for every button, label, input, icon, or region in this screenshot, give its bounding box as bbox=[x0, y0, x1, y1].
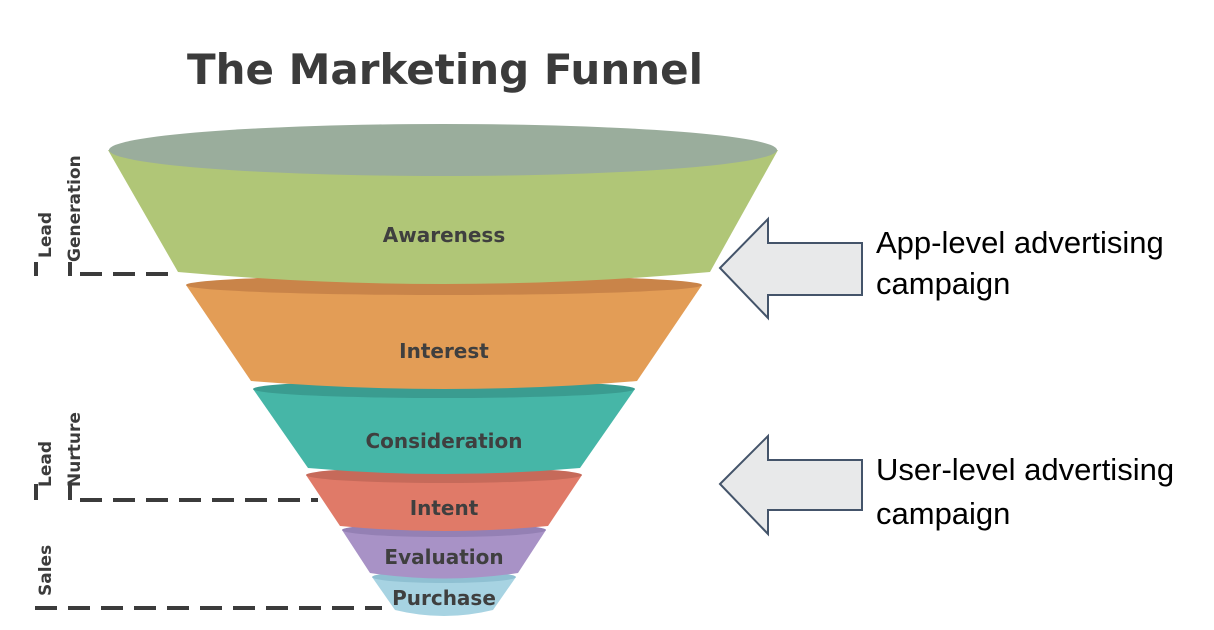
stage-label-awareness: Awareness bbox=[383, 223, 506, 247]
callout-user-level: User-level advertising campaign bbox=[876, 452, 1174, 531]
funnel-segment-intent: Intent bbox=[306, 467, 582, 531]
funnel-segment-awareness: Awareness bbox=[108, 124, 778, 284]
stage-label-intent: Intent bbox=[410, 496, 479, 520]
side-label-lead: Lead bbox=[36, 441, 56, 487]
side-label-lead-generation: Lead Generation bbox=[36, 155, 85, 262]
funnel-segment-consideration: Consideration bbox=[253, 380, 635, 474]
callout-line: App-level advertising bbox=[876, 225, 1164, 260]
side-label-lead: Lead bbox=[36, 212, 56, 258]
callout-line: campaign bbox=[876, 496, 1010, 531]
stage-label-interest: Interest bbox=[399, 339, 489, 363]
side-label-lead-nurture: Lead Nurture bbox=[36, 412, 85, 487]
stage-label-purchase: Purchase bbox=[392, 586, 496, 610]
left-arrow-icon bbox=[718, 433, 863, 537]
side-label-sales: Sales bbox=[36, 545, 56, 596]
callout-app-level: App-level advertising campaign bbox=[876, 225, 1164, 301]
callout-line: campaign bbox=[876, 266, 1010, 301]
funnel-segment-interest: Interest bbox=[186, 275, 702, 389]
callout-line: User-level advertising bbox=[876, 452, 1174, 487]
stage-label-consideration: Consideration bbox=[365, 429, 522, 453]
left-arrow-icon bbox=[718, 216, 863, 321]
side-label-sales-text: Sales bbox=[36, 545, 56, 596]
funnel-segment-evaluation: Evaluation bbox=[342, 523, 546, 579]
side-label-generation: Generation bbox=[65, 155, 85, 262]
side-label-nurture: Nurture bbox=[65, 412, 85, 487]
diagram-title: The Marketing Funnel bbox=[187, 45, 703, 94]
stage-label-evaluation: Evaluation bbox=[384, 545, 503, 569]
